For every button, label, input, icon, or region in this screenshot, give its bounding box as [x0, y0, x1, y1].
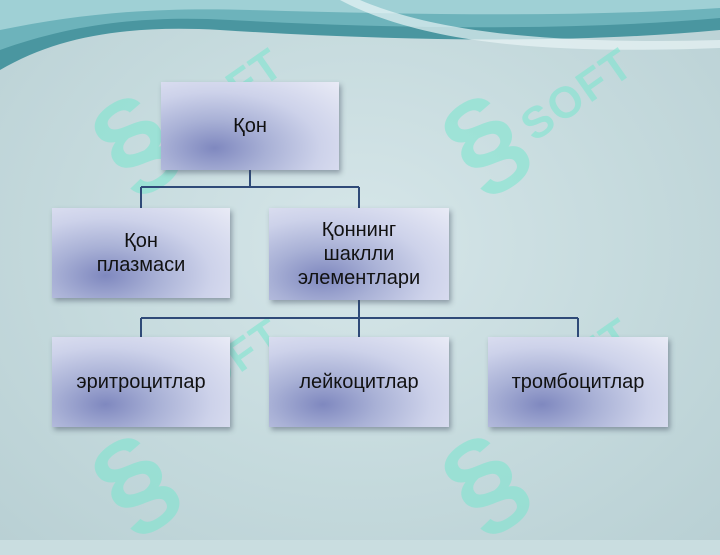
node-leukocytes-label: лейкоцитлар [299, 371, 419, 393]
header-swoosh [0, 0, 720, 70]
node-blood-plasma-label: Қон плазмаси [96, 230, 186, 276]
node-blood-plasma: Қон плазмаси [52, 208, 230, 298]
node-blood-label: Қон [233, 115, 267, 137]
node-leukocytes: лейкоцитлар [269, 337, 449, 427]
node-formed-elements: Қоннинг шаклли элементлари [269, 208, 449, 300]
node-blood: Қон [161, 82, 339, 170]
node-formed-elements-label: Қоннинг шаклли элементлари [297, 219, 421, 289]
node-thrombocytes: тромбоцитлар [488, 337, 668, 427]
node-erythrocytes: эритроцитлар [52, 337, 230, 427]
connector-lines [140, 170, 579, 337]
node-thrombocytes-label: тромбоцитлар [511, 371, 645, 393]
node-erythrocytes-label: эритроцитлар [76, 371, 206, 393]
